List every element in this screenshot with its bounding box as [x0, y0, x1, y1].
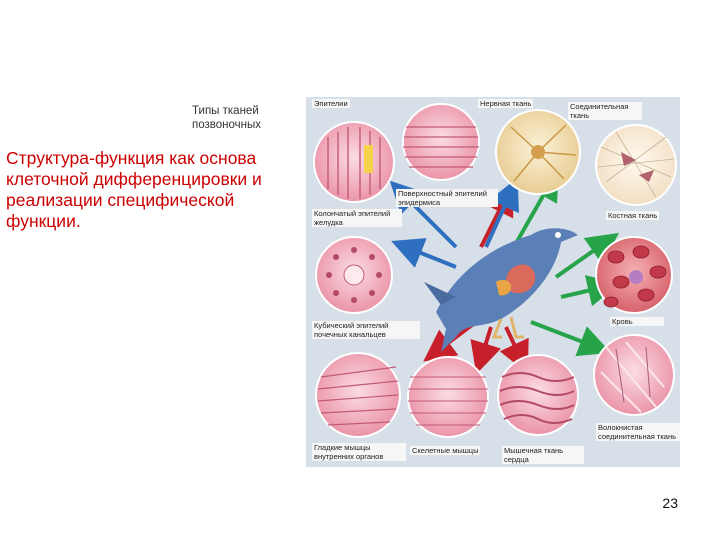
- figure-heading: Типы тканей позвоночных: [192, 105, 261, 131]
- label-blood: Кровь: [610, 317, 664, 326]
- circle-smooth-muscle: [315, 352, 401, 438]
- label-columnar-epithelium: Колончатый эпителий желудка: [312, 209, 402, 227]
- label-connective-tissue: Соединительная ткань: [568, 102, 642, 120]
- circle-squamous-epithelium: [402, 103, 480, 181]
- label-fibrous-connective: Волокнистая соединительная ткань: [596, 423, 680, 441]
- label-cuboidal-epithelium: Кубический эпителий почечных канальцев: [312, 321, 420, 339]
- circle-nerve-tissue: [495, 109, 581, 195]
- bird-illustration: [424, 228, 578, 352]
- label-skeletal-muscle: Скелетные мышцы: [410, 446, 481, 455]
- label-epithelium: Эпителии: [312, 99, 350, 108]
- tissue-illustration: [313, 103, 677, 438]
- circle-columnar-epithelium: [313, 121, 395, 203]
- page-number: 23: [662, 495, 678, 511]
- circle-cuboidal-epithelium: [315, 236, 393, 314]
- circle-connective-tissue: [595, 124, 677, 206]
- tissue-types-figure: Эпителии Нервная ткань Соединительная тк…: [306, 97, 680, 467]
- label-squamous-epithelium: Поверхностный эпителий эпидермиса: [396, 189, 498, 207]
- label-cardiac-muscle: Мышечная ткань сердца: [502, 446, 584, 464]
- circle-skeletal-muscle: [407, 356, 489, 438]
- circle-blood: [595, 236, 673, 314]
- circle-cardiac-muscle: [497, 354, 579, 436]
- slide-title: Структура-функция как основа клеточной д…: [6, 148, 262, 231]
- label-smooth-muscle: Гладкие мышцы внутренних органов: [312, 443, 406, 461]
- circle-fibrous-connective: [593, 334, 675, 416]
- label-nerve-tissue: Нервная ткань: [478, 99, 534, 108]
- label-bone-tissue: Костная ткань: [606, 211, 660, 220]
